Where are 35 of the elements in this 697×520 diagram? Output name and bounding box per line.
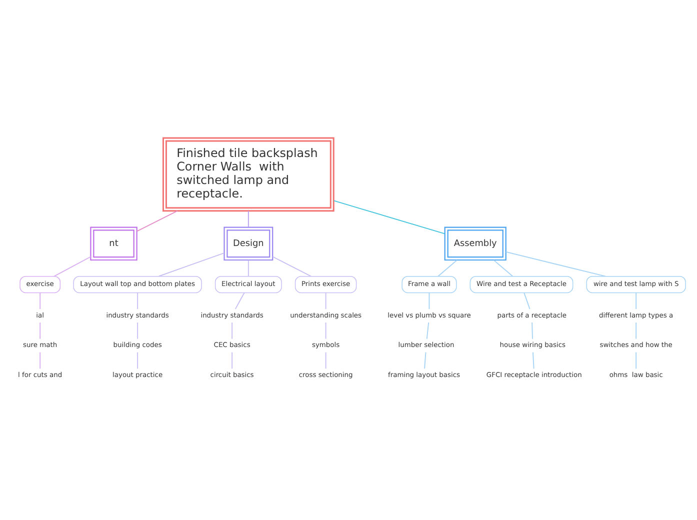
connector bbox=[532, 322, 533, 340]
connector bbox=[272, 256, 312, 277]
connector bbox=[137, 352, 138, 370]
connector bbox=[158, 252, 225, 277]
connector bbox=[428, 292, 430, 310]
connector bbox=[136, 210, 178, 232]
connector bbox=[232, 322, 233, 340]
connector bbox=[505, 251, 606, 277]
connector bbox=[137, 322, 138, 340]
connector bbox=[54, 256, 92, 277]
node-box: Finished tile backsplash Corner Walls with switched lamp and receptacle. bbox=[162, 137, 334, 212]
node-box: nt bbox=[90, 226, 138, 261]
connector bbox=[424, 352, 426, 370]
connector bbox=[532, 352, 534, 370]
connector bbox=[333, 200, 446, 234]
connector bbox=[40, 352, 41, 370]
connector bbox=[234, 292, 245, 310]
connector bbox=[325, 292, 326, 310]
connector bbox=[636, 322, 637, 340]
connector bbox=[248, 260, 249, 277]
connector bbox=[325, 352, 326, 370]
connector bbox=[325, 322, 326, 340]
connector bbox=[524, 292, 530, 310]
connector bbox=[40, 292, 41, 310]
connector bbox=[248, 210, 249, 228]
connector bbox=[232, 352, 233, 370]
connector bbox=[636, 292, 637, 310]
connector bbox=[493, 260, 514, 277]
node-box: Assembly bbox=[444, 226, 506, 261]
connector bbox=[40, 322, 41, 340]
connector bbox=[438, 260, 458, 277]
connector bbox=[426, 322, 430, 340]
connector bbox=[137, 292, 138, 310]
node-box: Design bbox=[224, 226, 274, 261]
connector bbox=[636, 352, 637, 370]
